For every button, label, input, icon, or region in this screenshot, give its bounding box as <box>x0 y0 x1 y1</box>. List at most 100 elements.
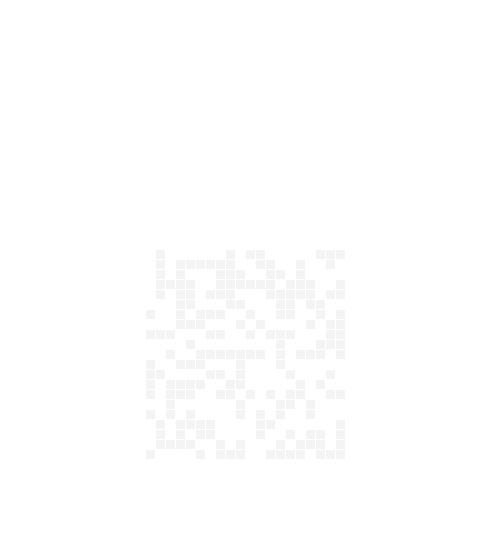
qr-module <box>316 450 325 459</box>
qr-module <box>306 320 315 329</box>
qr-module <box>236 320 245 329</box>
qr-module <box>236 370 245 379</box>
qr-module <box>276 290 285 299</box>
qr-module <box>256 420 265 429</box>
qr-module <box>166 440 175 449</box>
qr-module <box>156 370 165 379</box>
qr-module <box>256 280 265 289</box>
qr-module <box>326 450 335 459</box>
qr-module <box>286 310 295 319</box>
qr-module <box>186 440 195 449</box>
qr-module <box>276 410 285 419</box>
qr-module <box>186 320 195 329</box>
qr-module <box>236 300 245 309</box>
qr-module <box>166 410 175 419</box>
qr-module <box>326 340 335 349</box>
qr-module <box>146 390 155 399</box>
qr-module <box>236 380 245 389</box>
qr-module <box>146 450 155 459</box>
qr-module <box>166 400 175 409</box>
qr-module <box>326 260 335 269</box>
qr-module <box>166 380 175 389</box>
qr-module <box>156 280 165 289</box>
qr-module <box>316 310 325 319</box>
qr-module <box>156 260 165 269</box>
qr-module <box>166 330 175 339</box>
qr-module <box>276 450 285 459</box>
qr-module <box>306 300 315 309</box>
qr-module <box>276 360 285 369</box>
qr-module <box>286 390 295 399</box>
qr-module <box>286 430 295 439</box>
qr-module <box>306 290 315 299</box>
qr-module <box>206 290 215 299</box>
qr-module <box>316 440 325 449</box>
qr-module <box>306 440 315 449</box>
qr-module <box>246 280 255 289</box>
qr-module <box>296 280 305 289</box>
qr-module <box>336 310 345 319</box>
qr-module <box>196 420 205 429</box>
qr-module <box>196 430 205 439</box>
qr-module <box>156 440 165 449</box>
qr-module <box>296 380 305 389</box>
qr-module <box>296 290 305 299</box>
qr-module <box>296 350 305 359</box>
qr-module <box>156 290 165 299</box>
qr-module <box>266 280 275 289</box>
qr-module <box>236 400 245 409</box>
faint-qr-code-icon <box>146 250 345 459</box>
qr-module <box>186 340 195 349</box>
qr-module <box>196 360 205 369</box>
qr-module <box>196 350 205 359</box>
qr-module <box>316 380 325 389</box>
qr-module <box>276 350 285 359</box>
qr-module <box>196 310 205 319</box>
qr-module <box>196 320 205 329</box>
qr-module <box>326 250 335 259</box>
qr-module <box>246 310 255 319</box>
qr-module <box>256 410 265 419</box>
qr-module <box>226 380 235 389</box>
qr-module <box>316 430 325 439</box>
qr-module <box>206 260 215 269</box>
qr-module <box>306 430 315 439</box>
qr-module <box>336 290 345 299</box>
qr-module <box>236 350 245 359</box>
qr-module <box>286 370 295 379</box>
qr-module <box>226 390 235 399</box>
qr-module <box>226 290 235 299</box>
qr-module <box>266 330 275 339</box>
qr-module <box>226 270 235 279</box>
qr-module <box>176 420 185 429</box>
qr-module <box>236 450 245 459</box>
qr-module <box>246 350 255 359</box>
qr-module <box>256 350 265 359</box>
qr-module <box>146 360 155 369</box>
qr-module <box>186 420 195 429</box>
qr-module <box>216 370 225 379</box>
qr-module <box>326 290 335 299</box>
qr-module <box>176 380 185 389</box>
qr-module <box>276 330 285 339</box>
qr-module <box>336 430 345 439</box>
qr-module <box>156 330 165 339</box>
qr-module <box>286 300 295 309</box>
qr-module <box>216 330 225 339</box>
qr-module <box>176 430 185 439</box>
qr-module <box>176 390 185 399</box>
qr-module <box>326 390 335 399</box>
qr-module <box>326 320 335 329</box>
qr-module <box>256 260 265 269</box>
qr-module <box>166 280 175 289</box>
qr-module <box>256 430 265 439</box>
qr-module <box>316 340 325 349</box>
qr-module <box>186 260 195 269</box>
qr-module <box>256 250 265 259</box>
qr-module <box>226 250 235 259</box>
qr-module <box>336 390 345 399</box>
qr-module <box>296 390 305 399</box>
qr-module <box>156 270 165 279</box>
qr-module <box>146 380 155 389</box>
qr-module <box>336 420 345 429</box>
